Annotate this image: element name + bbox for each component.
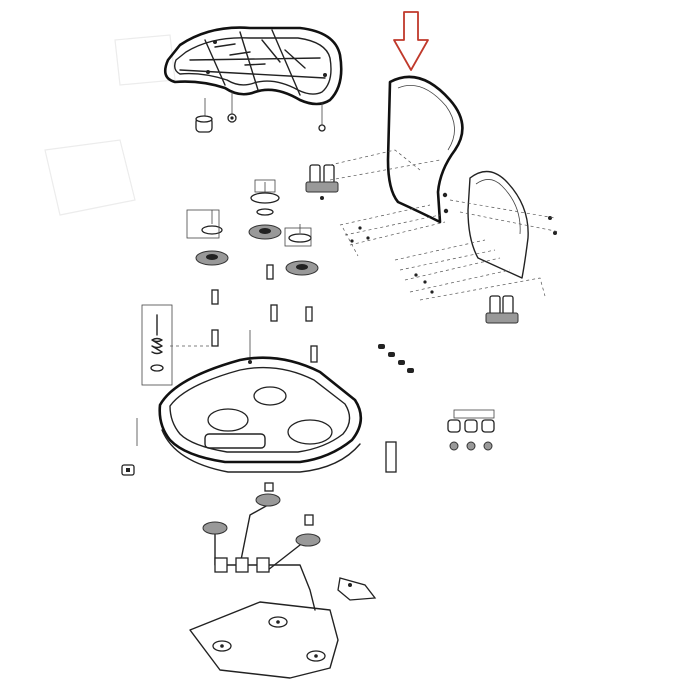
injectors xyxy=(136,264,397,473)
grommets xyxy=(378,344,414,373)
burner-caps xyxy=(201,182,312,243)
lid-assembly-lines xyxy=(329,149,561,301)
hob-tray xyxy=(158,356,363,473)
valve-spring-assembly xyxy=(150,314,212,372)
lid-hinge-left xyxy=(305,164,339,200)
highlight-arrow xyxy=(393,11,429,71)
part-frames xyxy=(141,179,312,386)
igniter xyxy=(337,577,377,601)
control-knobs xyxy=(447,409,495,451)
grid-feet xyxy=(195,92,326,133)
small-nut xyxy=(121,464,135,476)
background-watermark xyxy=(44,34,176,216)
base-plate xyxy=(189,601,339,679)
lid-hinge-right xyxy=(485,295,519,324)
glass-lid-secondary xyxy=(467,170,557,279)
burner-heads xyxy=(195,224,319,276)
pan-support-grid xyxy=(163,26,343,106)
gas-pipe-assembly xyxy=(202,482,321,611)
glass-lid xyxy=(386,75,464,224)
